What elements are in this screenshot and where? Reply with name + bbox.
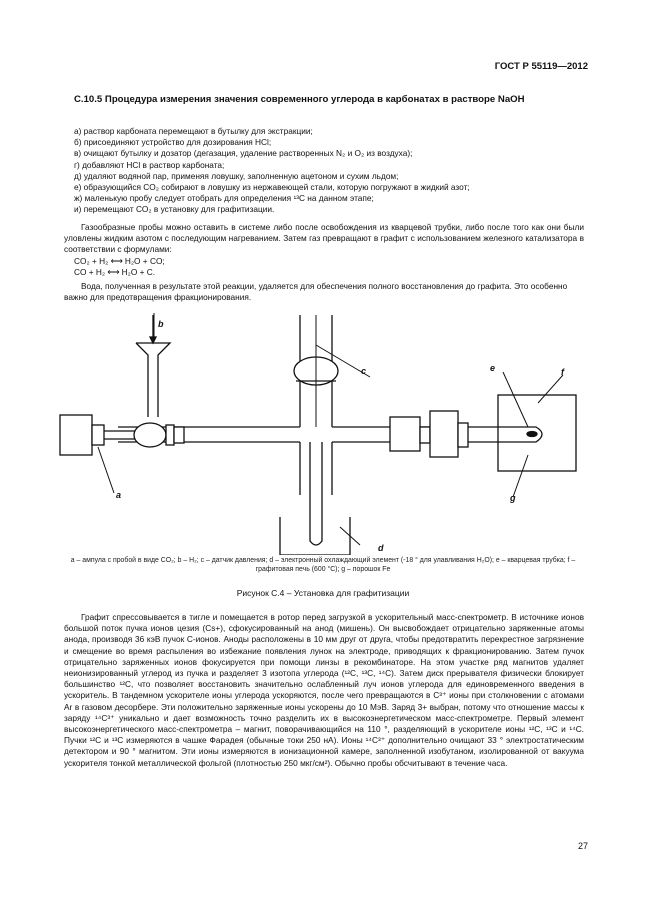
section-title: С.10.5 Процедура измерения значения совр… — [74, 94, 525, 105]
step-item: и) перемещают CO₂ в установку для графит… — [74, 204, 275, 215]
step-item: е) образующийся CO₂ собирают в ловушку и… — [74, 182, 470, 193]
paragraph-ams-process: Графит спрессовывается в тигле и помещае… — [64, 612, 584, 768]
label-d: d — [378, 543, 384, 553]
cooling-vessel — [279, 517, 351, 555]
paragraph-gas-samples: Газообразные пробы можно оставить в сист… — [64, 222, 584, 255]
step-item: д) удаляют водяной пар, применяя ловушку… — [74, 170, 399, 181]
pressure-gauge — [293, 315, 339, 427]
formula-line: CO₂ + H₂ ⟷ H₂O + CO; — [74, 256, 165, 266]
label-g: g — [509, 493, 516, 503]
leader-lines — [97, 313, 564, 546]
page-number: 27 — [577, 841, 588, 851]
paragraph-water-removal: Вода, полученная в результате этой реакц… — [64, 281, 568, 303]
label-b: b — [158, 319, 164, 329]
step-item: в) очищают бутылку и дозатор (дегазация,… — [74, 148, 413, 159]
step-item: а) раствор карбоната перемещают в бутылк… — [74, 126, 313, 136]
graphitization-apparatus-diagram: b c d a e f g — [59, 313, 577, 555]
cold-trap-tube — [309, 442, 323, 546]
valve-right — [389, 410, 469, 458]
formula-line: CO + H₂ ⟷ H₂O + C. — [74, 267, 156, 278]
step-item: г) добавляют HCl в раствор карбоната; — [74, 159, 225, 170]
label-a: a — [116, 490, 121, 500]
step-item: б) присоединяют устройство для дозирован… — [74, 137, 272, 148]
label-e: e — [490, 363, 495, 373]
label-f: f — [561, 367, 565, 377]
graphite-furnace — [495, 394, 577, 472]
hydrogen-inlet-funnel — [135, 315, 172, 417]
step-item: ж) маленькую пробу следует отобрать для … — [74, 193, 374, 204]
sample-ampoule-assembly — [59, 414, 185, 456]
figure-legend: а – ампула с пробой в виде CO₂; b – H₂; … — [70, 557, 576, 574]
procedure-steps: а) раствор карбоната перемещают в бутылк… — [74, 126, 584, 216]
figure-title: Рисунок С.4 – Установка для графитизации — [236, 588, 410, 598]
label-c: c — [361, 366, 366, 376]
reaction-formulas: CO₂ + H₂ ⟷ H₂O + CO; CO + H₂ ⟷ H₂O + C. — [74, 256, 165, 278]
standard-header: ГОСТ Р 55119—2012 — [494, 61, 588, 72]
